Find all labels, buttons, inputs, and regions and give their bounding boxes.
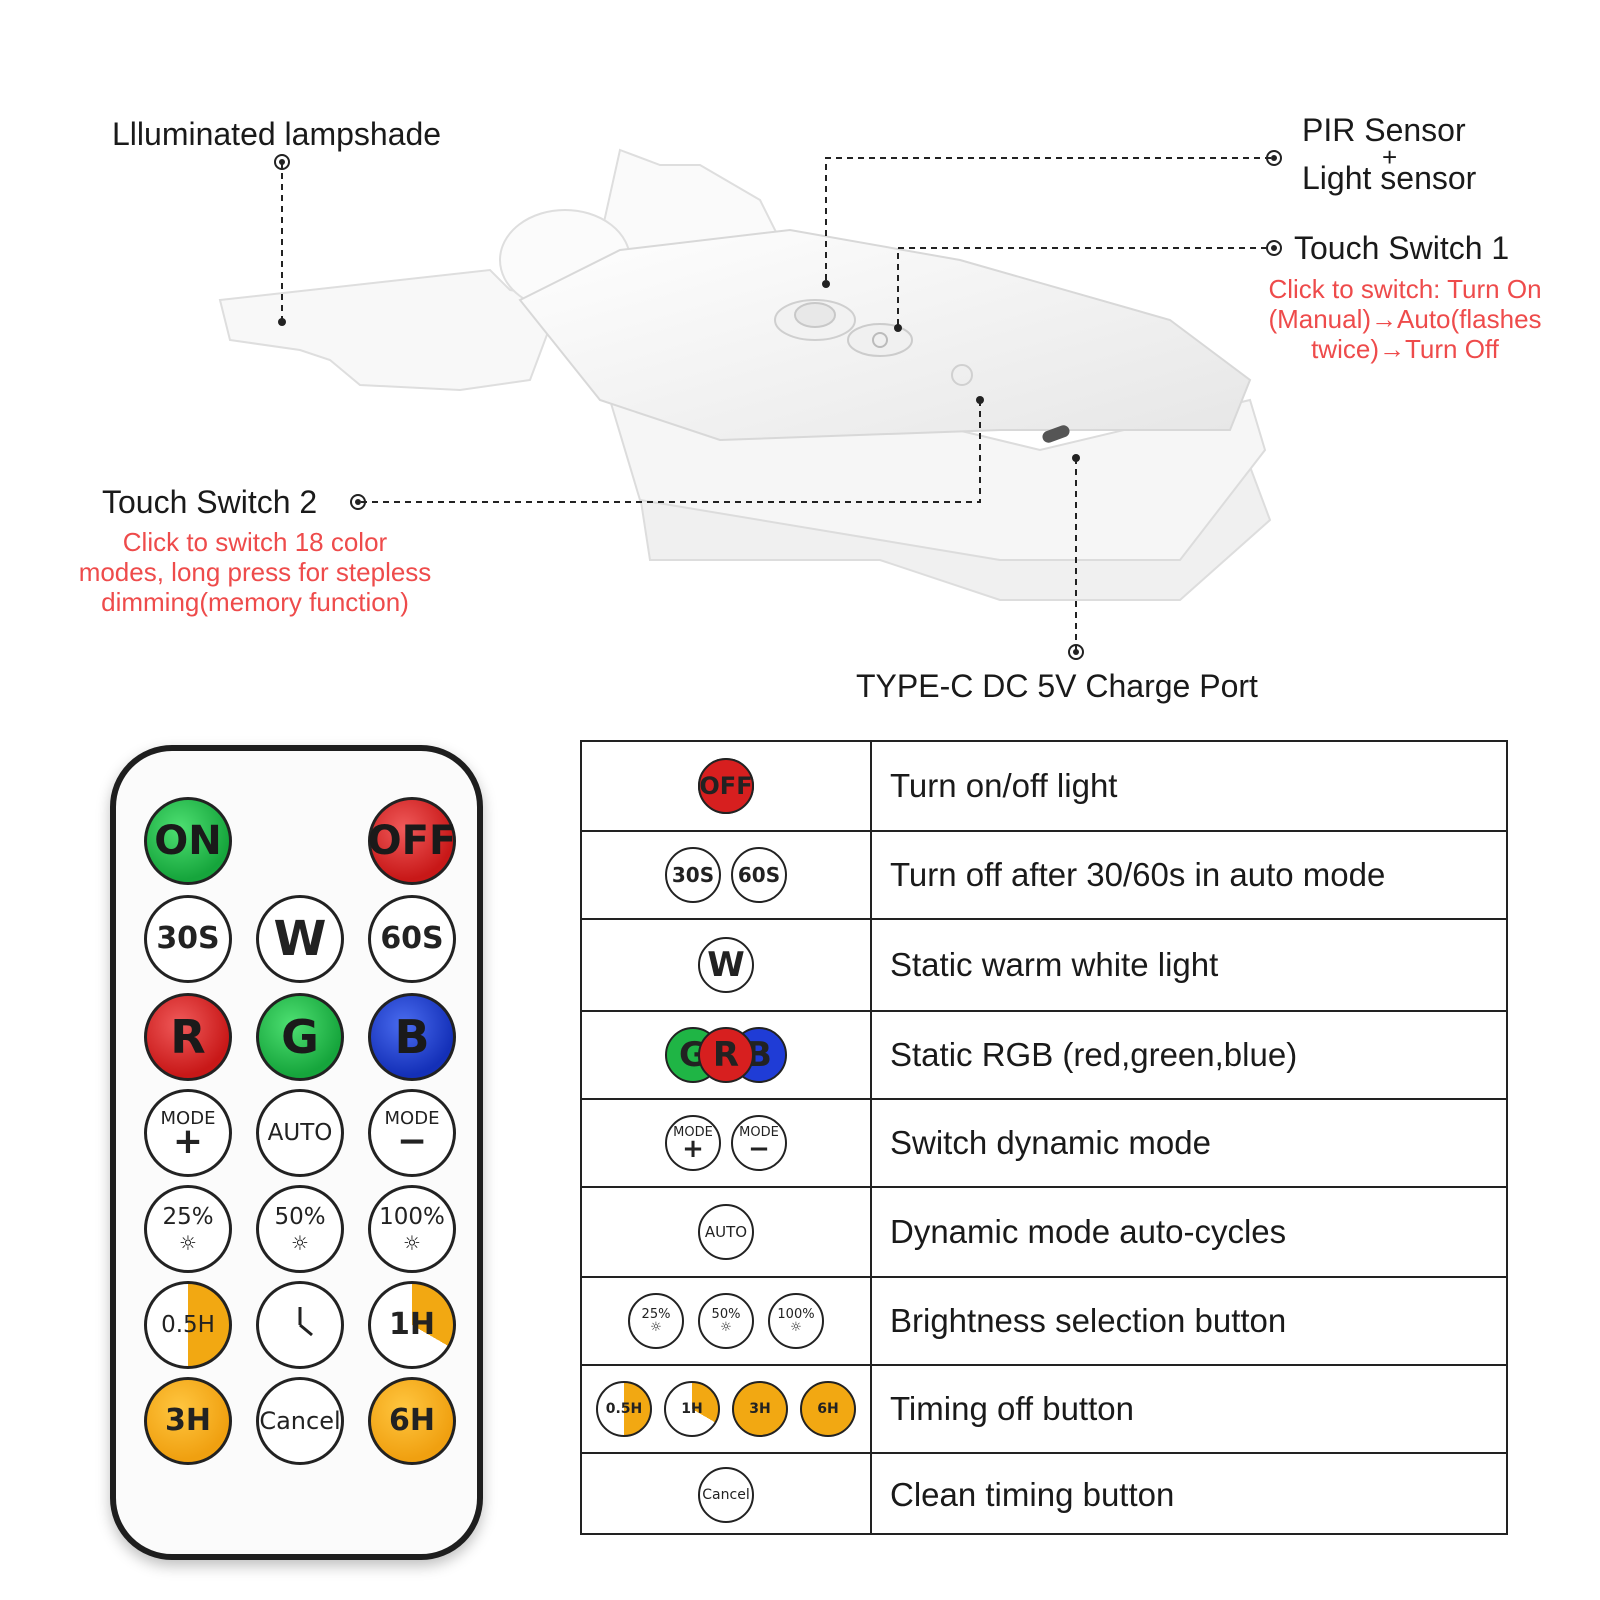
button-legend-table: ON OFF Turn on/off light 30S 60S Turn of… (580, 740, 1508, 1535)
remote-control: ON OFF 30S W 60S R G B MODE+ AUTO MODE− … (110, 745, 483, 1560)
remote-off-button[interactable]: OFF (368, 797, 456, 885)
lampshade-label: Llluminated lampshade (112, 116, 442, 152)
remote-timer-6h-button[interactable]: 6H (368, 1377, 456, 1465)
plus-label: + (1382, 142, 1398, 172)
sun-icon: ☼ (403, 1230, 421, 1255)
legend-desc: Static RGB (red,green,blue) (890, 1036, 1298, 1073)
touch-switch-1-description: Click to switch: Turn On (Manual)→Auto(f… (1268, 274, 1542, 364)
light-sensor-label: Light sensor (1302, 160, 1477, 196)
remote-brightness-100-button[interactable]: 100%☼ (368, 1185, 456, 1273)
remote-timer-0.5h-button[interactable]: 0.5H (144, 1281, 232, 1369)
remote-w-button[interactable]: W (256, 895, 344, 983)
legend-desc: Turn on/off light (890, 767, 1118, 804)
timer-1h-icon: 1H (664, 1381, 720, 1437)
mode-minus-icon: MODE− (731, 1115, 787, 1171)
touch-switch-2-description: Click to switch 18 color modes, long pre… (78, 527, 432, 617)
remote-auto-button[interactable]: AUTO (256, 1089, 344, 1177)
remote-30s-button[interactable]: 30S (144, 895, 232, 983)
table-row: MODE+ MODE− Switch dynamic mode (582, 1098, 1506, 1186)
mode-plus-icon: MODE+ (665, 1115, 721, 1171)
timer-6h-icon: 6H (800, 1381, 856, 1437)
off-icon: OFF (698, 758, 754, 814)
sun-icon: ☼ (720, 1320, 732, 1335)
remote-cancel-button[interactable]: Cancel (256, 1377, 344, 1465)
legend-desc: Static warm white light (890, 946, 1219, 983)
remote-60s-button[interactable]: 60S (368, 895, 456, 983)
table-row: W Static warm white light (582, 918, 1506, 1010)
sun-icon: ☼ (650, 1320, 662, 1335)
remote-timer-1h-button[interactable]: 1H (368, 1281, 456, 1369)
remote-on-button[interactable]: ON (144, 797, 232, 885)
legend-desc: Switch dynamic mode (890, 1124, 1211, 1161)
angel-lamp-illustration (218, 148, 1282, 660)
cancel-icon: Cancel (698, 1466, 754, 1523)
table-row: ON OFF Turn on/off light (582, 742, 1506, 830)
clock-icon (298, 1307, 313, 1337)
remote-mode-minus-button[interactable]: MODE− (368, 1089, 456, 1177)
remote-brightness-50-button[interactable]: 50%☼ (256, 1185, 344, 1273)
charge-port-label: TYPE-C DC 5V Charge Port (856, 668, 1258, 704)
60s-icon: 60S (731, 847, 787, 903)
sun-icon: ☼ (291, 1230, 309, 1255)
remote-timer-3h-button[interactable]: 3H (144, 1377, 232, 1465)
remote-g-button[interactable]: G (256, 993, 344, 1081)
brightness-25-icon: 25%☼ (628, 1293, 684, 1349)
remote-mode-plus-button[interactable]: MODE+ (144, 1089, 232, 1177)
sun-icon: ☼ (179, 1230, 197, 1255)
table-row: 25%☼ 50%☼ 100%☼ Brightness selection but… (582, 1276, 1506, 1364)
table-row: AUTO Dynamic mode auto-cycles (582, 1186, 1506, 1276)
pir-sensor-label: PIR Sensor (1302, 112, 1466, 148)
remote-r-button[interactable]: R (144, 993, 232, 1081)
table-row: Cancel Clean timing button (582, 1452, 1506, 1535)
brightness-100-icon: 100%☼ (768, 1293, 824, 1349)
auto-icon: AUTO (698, 1204, 754, 1260)
30s-icon: 30S (665, 847, 721, 903)
legend-desc: Clean timing button (890, 1475, 1175, 1513)
table-row: R G B Static RGB (red,green,blue) (582, 1010, 1506, 1098)
remote-b-button[interactable]: B (368, 993, 456, 1081)
legend-desc: Brightness selection button (890, 1302, 1287, 1339)
table-row: 30S 60S Turn off after 30/60s in auto mo… (582, 830, 1506, 918)
remote-clock-button[interactable] (256, 1281, 344, 1369)
w-icon: W (698, 937, 754, 993)
remote-brightness-25-button[interactable]: 25%☼ (144, 1185, 232, 1273)
touch-switch-2-label: Touch Switch 2 (102, 484, 318, 520)
timer-0.5h-icon: 0.5H (596, 1381, 652, 1437)
legend-desc: Dynamic mode auto-cycles (890, 1213, 1287, 1250)
touch-switch-1-label: Touch Switch 1 (1294, 230, 1510, 266)
r-icon: R (698, 1027, 754, 1083)
legend-desc: Turn off after 30/60s in auto mode (890, 856, 1386, 893)
table-row: 0.5H 1H 3H 6H Timing off button (582, 1364, 1506, 1452)
timer-3h-icon: 3H (732, 1381, 788, 1437)
legend-desc: Timing off button (890, 1390, 1134, 1427)
brightness-50-icon: 50%☼ (698, 1293, 754, 1349)
sun-icon: ☼ (790, 1320, 802, 1335)
